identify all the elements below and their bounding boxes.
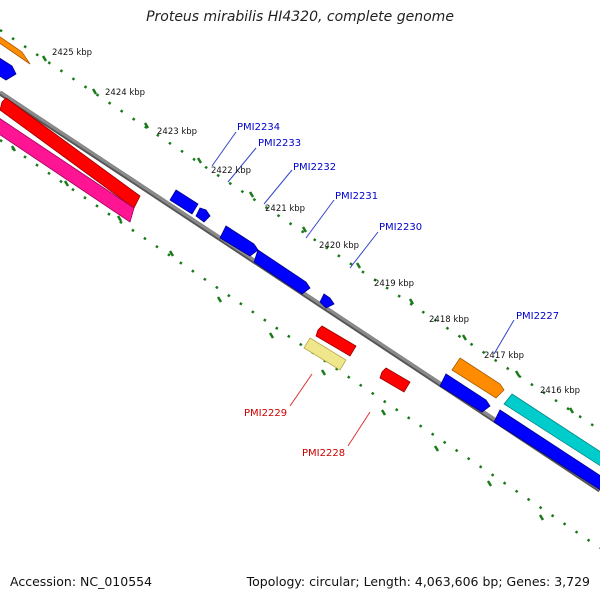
inner-major-ticks bbox=[10, 145, 545, 521]
tick-label: 2416 kbp bbox=[540, 386, 580, 396]
gene-label: PMI2230 bbox=[379, 222, 422, 233]
gene-label: PMI2228 bbox=[302, 448, 345, 459]
cyan-feature bbox=[503, 393, 600, 467]
inner-tick-track bbox=[0, 138, 600, 550]
genome-title: Proteus mirabilis HI4320, complete genom… bbox=[146, 9, 454, 25]
outer-major-ticks bbox=[41, 55, 575, 414]
tick-label: 2421 kbp bbox=[265, 204, 305, 214]
gene-label: PMI2232 bbox=[293, 162, 336, 173]
forward-cds bbox=[319, 293, 335, 309]
gene-label: PMI2234 bbox=[237, 122, 280, 133]
forward-label-leaders bbox=[211, 131, 515, 355]
forward-cds bbox=[219, 225, 259, 257]
reverse-cds bbox=[0, 97, 141, 209]
forward-cds bbox=[195, 207, 211, 223]
tick-label: 2417 kbp bbox=[484, 351, 524, 361]
genome-summary-text: Topology: circular; Length: 4,063,606 bp… bbox=[246, 574, 590, 589]
tick-label: 2420 kbp bbox=[319, 241, 359, 251]
orange-feature bbox=[0, 36, 31, 65]
gene-label: PMI2227 bbox=[516, 311, 559, 322]
pale-feature bbox=[303, 337, 347, 371]
forward-cds bbox=[253, 249, 311, 295]
gene-label: PMI2231 bbox=[335, 191, 378, 202]
tick-label: 2418 kbp bbox=[429, 315, 469, 325]
accession-text: Accession: NC_010554 bbox=[10, 574, 153, 589]
forward-cds bbox=[0, 57, 17, 81]
orange-feature bbox=[451, 357, 505, 399]
tick-label: 2425 kbp bbox=[52, 48, 92, 58]
tick-label: 2419 kbp bbox=[374, 279, 414, 289]
reverse-cds bbox=[315, 325, 357, 357]
forward-cds bbox=[493, 409, 600, 491]
forward-cds bbox=[439, 373, 491, 413]
reverse-cds bbox=[379, 367, 411, 393]
tick-label: 2423 kbp bbox=[157, 127, 197, 137]
forward-cds bbox=[169, 189, 199, 215]
gene-label: PMI2233 bbox=[258, 138, 301, 149]
magenta-feature bbox=[0, 118, 135, 223]
reverse-label-leaders bbox=[289, 373, 371, 447]
tick-label: 2422 kbp bbox=[211, 166, 251, 176]
gene-label: PMI2229 bbox=[244, 408, 287, 419]
tick-label: 2424 kbp bbox=[105, 88, 145, 98]
outer-tick-track bbox=[0, 28, 600, 432]
